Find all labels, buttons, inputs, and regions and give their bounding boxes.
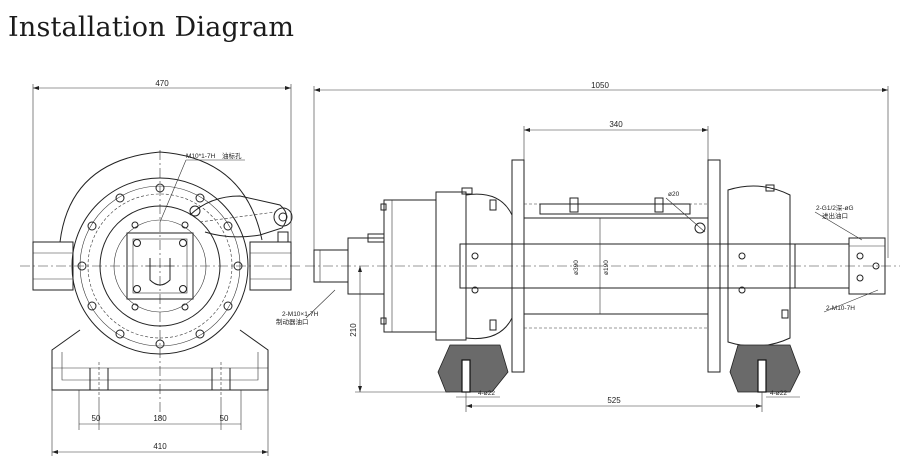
mount-foot-left <box>437 344 509 393</box>
note-port-top-cn: 进出油口 <box>822 211 848 220</box>
side-view: 1050 340 <box>276 81 900 412</box>
note-port-top: 2-G1/2深-øG <box>816 203 854 212</box>
end-fitting <box>848 237 886 295</box>
note-thread-left-cn: 制动器油口 <box>276 317 309 326</box>
dim-340: 340 <box>609 120 623 129</box>
page-title: Installation Diagram <box>8 12 295 43</box>
note-top-hole-cn: 油标孔 <box>222 151 242 160</box>
flange-outer <box>71 177 249 355</box>
dim-525: 525 <box>607 396 621 405</box>
base-pedestal <box>51 329 269 391</box>
note-rope-hole: ø20 <box>668 191 680 198</box>
flange-bolt-holes <box>77 183 243 349</box>
foot-hole-left <box>461 359 471 393</box>
dim-50-right: 50 <box>220 414 229 423</box>
dim-dia-190: ø190 <box>603 260 610 275</box>
foot-hole-right <box>757 359 767 393</box>
key-slot <box>149 258 171 286</box>
note-thread-left: 2-M10×1-7H <box>282 311 319 318</box>
dim-180: 180 <box>153 414 167 423</box>
dim-410: 410 <box>153 442 167 451</box>
dim-210: 210 <box>349 323 358 337</box>
note-holes-left: 4-ø22 <box>478 390 495 397</box>
brake-arm <box>189 195 287 238</box>
square-plate <box>126 232 194 300</box>
dim-1050: 1050 <box>591 81 609 90</box>
note-thread-bottom: 2-M10-7H <box>826 305 855 312</box>
dim-50-left: 50 <box>92 414 101 423</box>
dim-dia-390: ø390 <box>573 260 580 275</box>
drum-barrel <box>523 217 709 315</box>
dim-470: 470 <box>155 79 169 88</box>
front-view: 470 <box>20 79 300 456</box>
note-holes-right: 4-ø22 <box>770 390 787 397</box>
note-top-hole: M10*1-7H <box>186 153 216 160</box>
